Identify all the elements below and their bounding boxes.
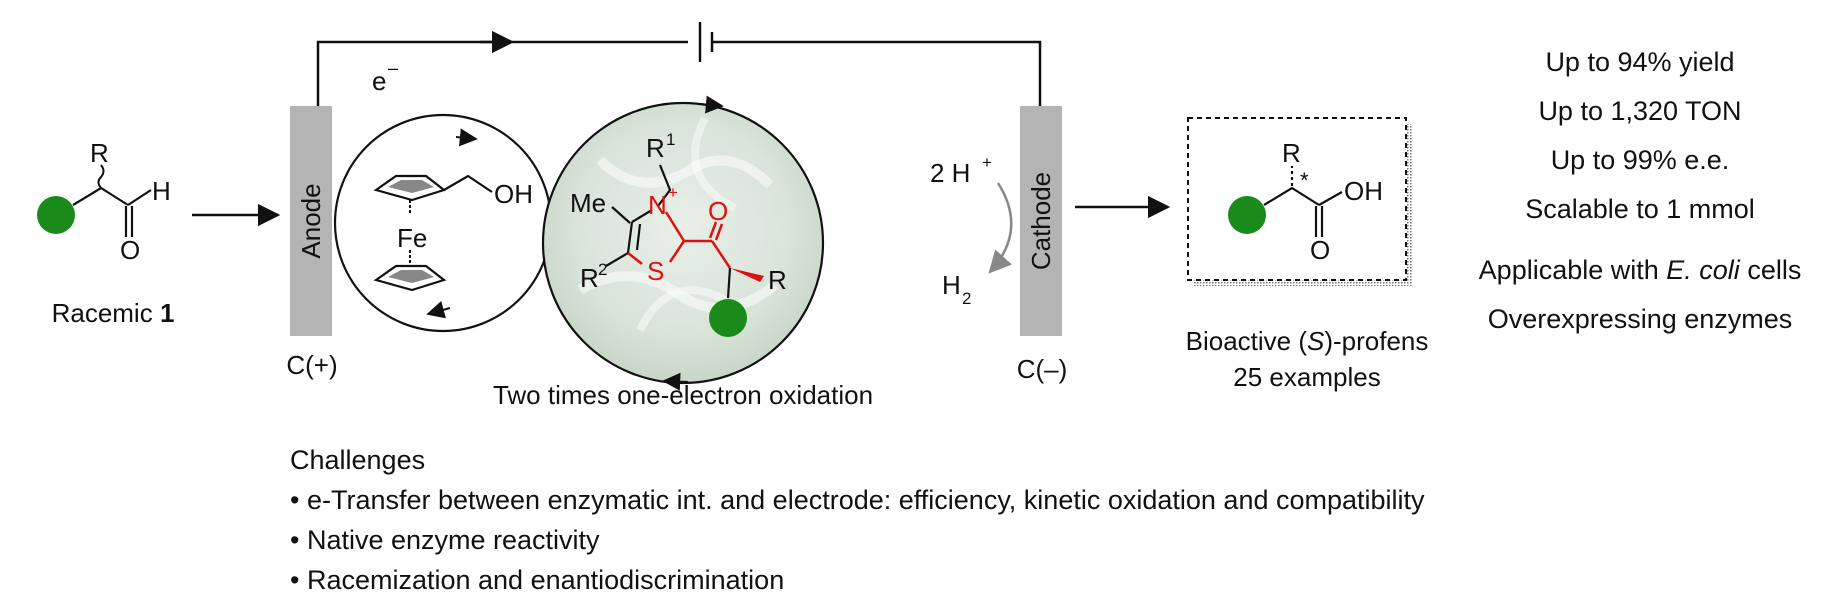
feature-overexpression: Overexpressing enzymes — [1487, 304, 1793, 334]
svg-text:OH: OH — [494, 179, 533, 209]
svg-text:e: e — [372, 66, 386, 96]
anode-label: Anode — [296, 183, 326, 258]
svg-text:R: R — [90, 138, 109, 168]
anode-sign: C(+) — [286, 350, 337, 380]
svg-text:1: 1 — [666, 130, 675, 149]
svg-text:*: * — [1300, 168, 1309, 193]
cathode-label: Cathode — [1026, 172, 1056, 270]
svg-text:H: H — [152, 176, 171, 206]
svg-text:N: N — [648, 190, 667, 220]
substituent-circle — [37, 196, 75, 234]
substituent-circle — [1228, 196, 1266, 234]
feature-ton: Up to 1,320 TON — [1538, 96, 1742, 126]
cathode-electrode — [1020, 106, 1062, 336]
features-list: Up to 94% yield Up to 1,320 TON Up to 99… — [1440, 38, 1840, 344]
electron-label: e – — [372, 58, 398, 96]
substituent-circle — [709, 299, 747, 337]
enzyme-caption: Two times one-electron oxidation — [493, 380, 873, 410]
svg-text:–: – — [388, 58, 398, 78]
challenges-title: Challenges — [290, 445, 426, 475]
challenge-item: • Native enzyme reactivity — [290, 525, 600, 555]
product-box — [1187, 117, 1412, 286]
mediator-cycle — [333, 113, 553, 333]
product-caption: Bioactive (S)-profens — [1186, 326, 1429, 356]
feature-yield: Up to 94% yield — [1545, 47, 1735, 77]
product-structure: R * OH O — [1228, 138, 1383, 265]
substrate-label: Racemic 1 — [52, 298, 175, 328]
thiazolium-intermediate: R 1 Me R 2 N + S O R — [570, 130, 787, 337]
proton-reduction: 2 H + H 2 — [930, 153, 1013, 308]
svg-text:H: H — [942, 270, 961, 300]
svg-text:+: + — [982, 153, 992, 172]
anode-electrode — [290, 106, 332, 336]
product-examples: 25 examples — [1233, 362, 1380, 392]
svg-text:R: R — [768, 265, 787, 295]
svg-text:2: 2 — [598, 260, 607, 279]
feature-scale: Scalable to 1 mmol — [1525, 194, 1755, 224]
substrate-structure: R H O — [37, 138, 171, 265]
svg-text:R: R — [580, 263, 599, 293]
ferrocene-structure: Fe OH — [373, 174, 533, 292]
svg-text:2: 2 — [962, 289, 971, 308]
svg-text:S: S — [647, 256, 664, 286]
challenges-section: Challenges • e-Transfer between enzymati… — [290, 440, 1690, 600]
svg-text:O: O — [1310, 235, 1330, 265]
feature-ee: Up to 99% e.e. — [1550, 145, 1730, 175]
challenge-item: • Racemization and enantiodiscrimination — [290, 565, 785, 595]
svg-text:Me: Me — [570, 188, 606, 218]
svg-text:R: R — [646, 133, 665, 163]
svg-text:OH: OH — [1344, 176, 1383, 206]
cathode-sign: C(–) — [1017, 354, 1068, 384]
svg-text:+: + — [668, 183, 678, 202]
svg-text:2 H: 2 H — [930, 158, 970, 188]
svg-text:O: O — [708, 196, 728, 226]
svg-text:Fe: Fe — [397, 223, 427, 253]
challenge-item: • e-Transfer between enzymatic int. and … — [290, 485, 1425, 515]
circuit-wire — [316, 22, 1042, 110]
svg-text:R: R — [1282, 138, 1301, 168]
feature-ecoli: Applicable with E. coli cells — [1478, 255, 1802, 285]
svg-text:O: O — [120, 235, 140, 265]
